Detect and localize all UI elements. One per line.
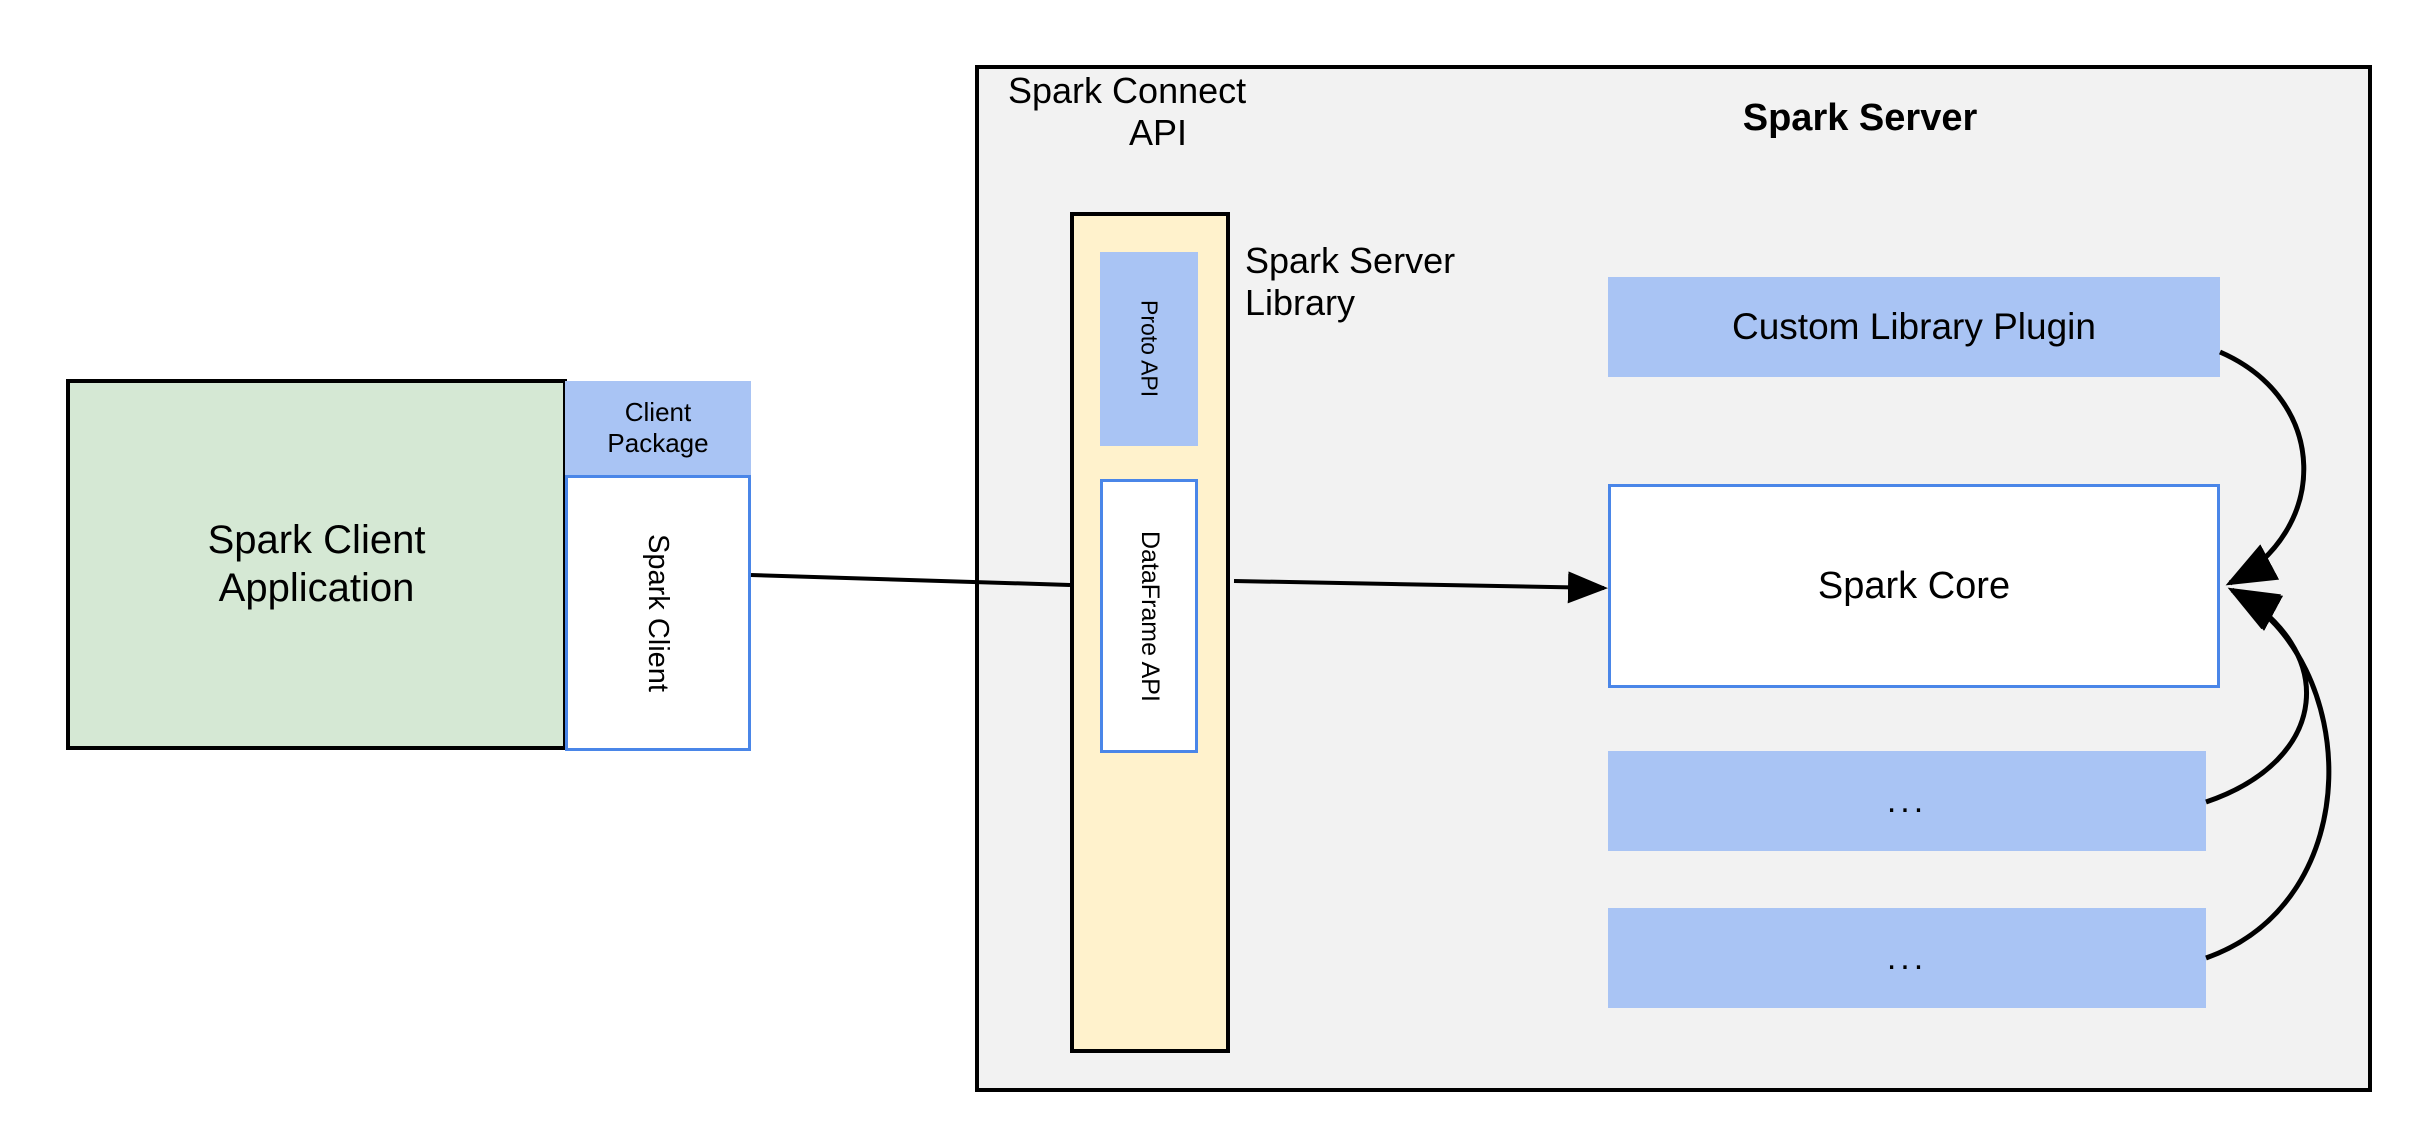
- spark-client-application-label: Spark Client Application: [208, 517, 426, 611]
- spark-server-title: Spark Server: [1742, 96, 1978, 139]
- spark-client-application-label-line1: Spark Client: [207, 518, 426, 563]
- spark-server-library-label-line2: Library: [1245, 282, 1356, 324]
- spark-connect-api-label-line1: Spark Connect: [1008, 70, 1247, 111]
- spark-connect-api-label: Spark Connect API: [1008, 70, 1308, 166]
- spark-connect-api-label-line2: API: [1128, 112, 1188, 154]
- client-package-label-line2: Package: [607, 428, 709, 458]
- client-package-label: Client Package: [607, 397, 708, 458]
- ellipsis-block-1-label: ...: [1886, 781, 1928, 820]
- proto-api-label: Proto API: [1136, 300, 1163, 398]
- ellipsis-block-2-label: ...: [1886, 938, 1928, 977]
- custom-library-plugin-label: Custom Library Plugin: [1732, 306, 2096, 348]
- dataframe-api-label: DataFrame API: [1135, 530, 1164, 702]
- spark-client-application-box[interactable]: Spark Client Application: [66, 379, 567, 750]
- spark-core-label: Spark Core: [1817, 564, 2011, 607]
- client-package-box[interactable]: Client Package: [565, 381, 751, 475]
- ellipsis-block-1[interactable]: ...: [1608, 751, 2206, 851]
- dataframe-api-box[interactable]: DataFrame API: [1100, 479, 1198, 753]
- spark-server-library-label-line1: Spark Server: [1245, 240, 1456, 281]
- client-package-label-line1: Client: [624, 397, 692, 428]
- ellipsis-block-2[interactable]: ...: [1608, 908, 2206, 1008]
- proto-api-box[interactable]: Proto API: [1100, 252, 1198, 446]
- spark-core-box[interactable]: Spark Core: [1608, 484, 2220, 688]
- spark-client-label: Spark Client: [642, 534, 675, 692]
- spark-server-library-label: Spark Server Library: [1245, 240, 1545, 350]
- spark-client-application-label-line2: Application: [218, 565, 415, 610]
- spark-client-box[interactable]: Spark Client: [565, 475, 751, 751]
- custom-library-plugin-box[interactable]: Custom Library Plugin: [1608, 277, 2220, 377]
